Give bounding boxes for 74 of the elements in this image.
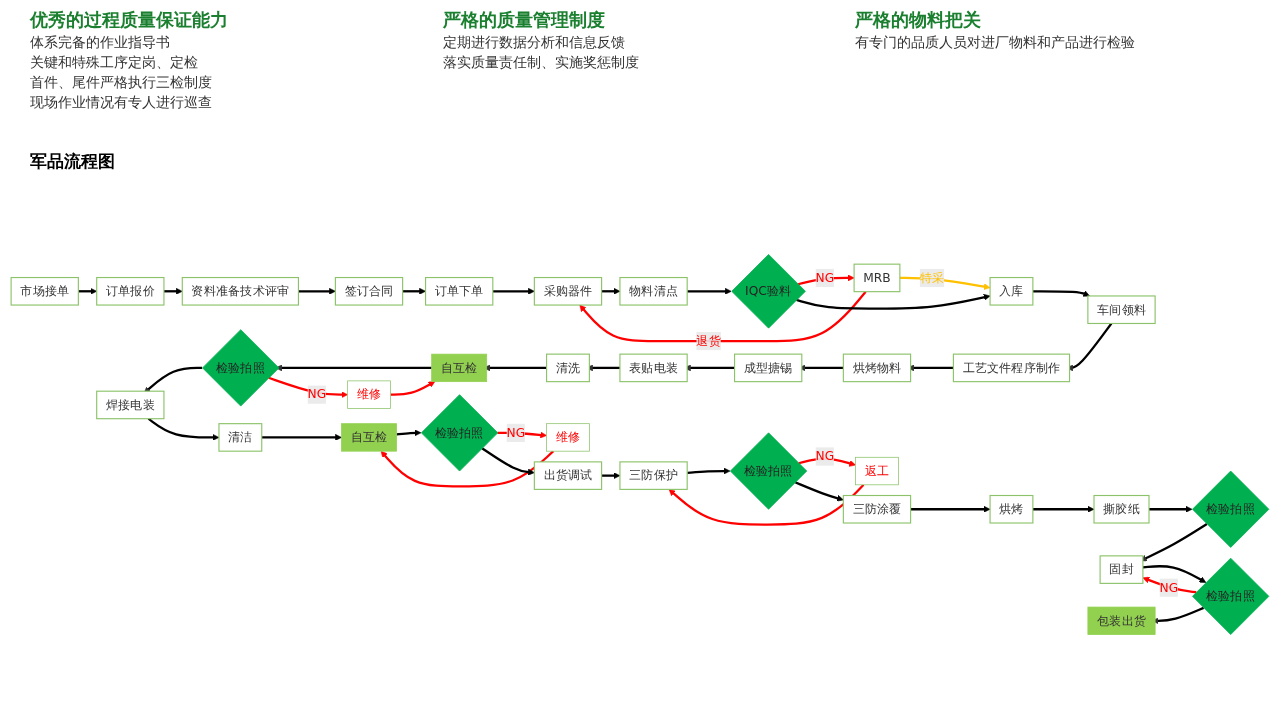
arrow <box>797 274 855 286</box>
arrow <box>298 287 336 295</box>
arrow <box>794 481 844 502</box>
node-box: 撕胶纸 <box>1093 494 1150 524</box>
edge-label: 特采 <box>919 270 945 285</box>
node-box: 资料准备技术评审 <box>181 276 299 306</box>
node-diamond: 检验拍照 <box>1192 470 1270 548</box>
arrow <box>668 484 865 526</box>
arrow <box>910 505 991 513</box>
node-box: 清洁 <box>218 423 263 452</box>
node-box: 包装出货 <box>1087 606 1156 635</box>
arrow <box>1142 565 1207 583</box>
node-box: MRB <box>853 263 901 293</box>
node-box: 物料清点 <box>619 276 688 306</box>
arrow <box>261 434 342 441</box>
section-heading: 严格的物料把关 <box>855 8 983 32</box>
arrow <box>1149 505 1193 513</box>
section-heading: 严格的质量管理制度 <box>442 8 606 32</box>
node-diamond: 检验拍照 <box>1192 557 1270 635</box>
node-box: 订单下单 <box>425 276 494 306</box>
node-box: 维修 <box>347 380 391 409</box>
edge-label: NG <box>307 386 327 402</box>
diagram-title: 军品流程图 <box>30 150 115 173</box>
arrow <box>687 467 731 475</box>
node-box: 成型搪锡 <box>734 353 803 383</box>
node-box: 自互检 <box>341 423 397 452</box>
arrow <box>481 447 535 476</box>
node-box: 采购器件 <box>533 276 603 306</box>
edge-label: NG <box>1159 580 1179 595</box>
edge-label: 退货 <box>696 333 721 349</box>
node-box: 出货调试 <box>533 461 603 490</box>
arrow <box>396 429 422 437</box>
node-box: 烘烤物料 <box>842 353 912 383</box>
arrow <box>78 287 97 295</box>
node-box: 自互检 <box>431 353 488 382</box>
arrow <box>402 287 426 295</box>
bullet-item: 落实质量责任制、实施奖惩制度 <box>442 54 640 72</box>
arrow <box>796 293 991 310</box>
node-box: 签订合同 <box>334 276 404 306</box>
bullet-item: 有专门的品质人员对进厂物料和产品进行检验 <box>855 34 1137 52</box>
bullet-item: 现场作业情况有专人进行巡查 <box>30 94 213 112</box>
node-diamond: 检验拍照 <box>421 394 499 472</box>
bullet-item: 关键和特殊工序定岗、定检 <box>30 54 199 72</box>
node-box: 烘烤 <box>989 494 1034 524</box>
node-box: 清洗 <box>546 353 590 383</box>
node-box: 工艺文件程序制作 <box>952 353 1071 383</box>
node-box: 市场接单 <box>10 276 79 306</box>
edge-label: NG <box>506 425 526 440</box>
arrow <box>380 450 555 488</box>
arrow <box>390 381 436 396</box>
node-box: 返工 <box>855 456 899 486</box>
node-box: 固封 <box>1099 555 1144 584</box>
bullet-item: 首件、尾件严格执行三检制度 <box>30 74 213 92</box>
arrow <box>579 290 867 343</box>
arrow <box>492 287 535 295</box>
edge-label: NG <box>815 270 835 285</box>
bullet-item: 定期进行数据分析和信息反馈 <box>442 34 626 52</box>
arrow <box>1032 290 1090 297</box>
node-box: 订单报价 <box>96 276 165 306</box>
node-box: 焊接电装 <box>96 390 165 420</box>
node-box: 三防涂覆 <box>842 494 912 524</box>
node-diamond: 检验拍照 <box>202 329 280 407</box>
node-box: 入库 <box>989 276 1034 306</box>
node-diamond: IQC验料 <box>731 254 806 329</box>
node-box: 车间领料 <box>1087 295 1156 325</box>
node-box: 维修 <box>546 423 590 452</box>
edge-label: NG <box>815 448 835 464</box>
node-box: 三防保护 <box>619 461 688 490</box>
arrow <box>163 287 183 295</box>
bullet-item: 体系完备的作业指导书 <box>30 34 171 52</box>
section-heading: 优秀的过程质量保证能力 <box>30 8 229 32</box>
arrow <box>687 287 732 295</box>
node-box: 表贴电装 <box>619 353 688 383</box>
node-diamond: 检验拍照 <box>730 432 808 510</box>
